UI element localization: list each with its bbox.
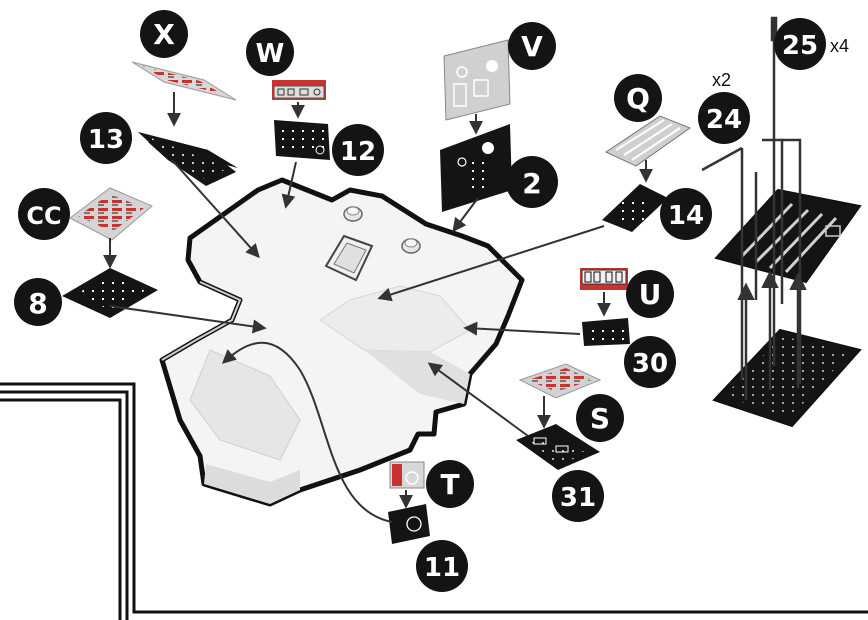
decal-q xyxy=(606,116,690,166)
decal-x xyxy=(132,62,236,100)
svg-text:25: 25 xyxy=(782,31,818,61)
badge-v: V xyxy=(508,22,556,70)
svg-text:2: 2 xyxy=(522,167,541,200)
svg-text:S: S xyxy=(590,402,610,435)
panel-14 xyxy=(602,184,668,232)
svg-text:12: 12 xyxy=(340,137,376,167)
svg-text:T: T xyxy=(440,468,459,501)
badge-u: U xyxy=(626,270,674,318)
badge-11: 11 xyxy=(416,540,468,592)
svg-text:8: 8 xyxy=(28,287,47,320)
badge-12: 12 xyxy=(332,124,384,176)
badge-cc: CC xyxy=(18,188,70,240)
badge-t: T xyxy=(426,460,474,508)
panel-11 xyxy=(388,504,430,544)
console-body xyxy=(162,180,522,504)
svg-text:11: 11 xyxy=(424,553,460,583)
svg-text:W: W xyxy=(256,39,285,69)
svg-text:14: 14 xyxy=(668,201,704,231)
knob-right xyxy=(402,239,420,253)
badge-2: 2 xyxy=(506,156,558,208)
svg-text:V: V xyxy=(521,30,543,63)
decal-t xyxy=(390,462,424,488)
badge-31: 31 xyxy=(552,470,604,522)
panel-30 xyxy=(582,318,630,346)
multiplier-24: x2 xyxy=(712,70,731,90)
badge-q: Q xyxy=(614,74,662,122)
panel-12 xyxy=(274,120,330,160)
decal-u xyxy=(580,268,628,290)
svg-text:CC: CC xyxy=(26,202,61,230)
panel-2 xyxy=(440,124,512,212)
antenna-assembly xyxy=(714,190,860,426)
decal-cc xyxy=(70,188,152,240)
decal-v xyxy=(444,40,510,120)
svg-text:Q: Q xyxy=(626,82,650,115)
badge-w: W xyxy=(246,28,294,76)
svg-text:24: 24 xyxy=(706,105,742,135)
badge-24: 24 xyxy=(698,92,750,144)
multiplier-25: x4 xyxy=(830,36,849,56)
svg-text:X: X xyxy=(153,18,175,51)
decal-w xyxy=(272,80,326,100)
badge-30: 30 xyxy=(624,336,676,388)
badge-x: X xyxy=(140,10,188,58)
svg-text:31: 31 xyxy=(560,483,596,513)
decal-s xyxy=(520,364,600,398)
svg-text:U: U xyxy=(639,278,662,311)
badge-s: S xyxy=(576,394,624,442)
svg-text:13: 13 xyxy=(88,125,124,155)
badge-14: 14 xyxy=(660,188,712,240)
badge-13: 13 xyxy=(80,112,132,164)
knob-left xyxy=(344,207,362,221)
svg-text:30: 30 xyxy=(632,349,668,379)
badge-8: 8 xyxy=(14,278,62,326)
badge-25: 25 xyxy=(774,18,826,70)
